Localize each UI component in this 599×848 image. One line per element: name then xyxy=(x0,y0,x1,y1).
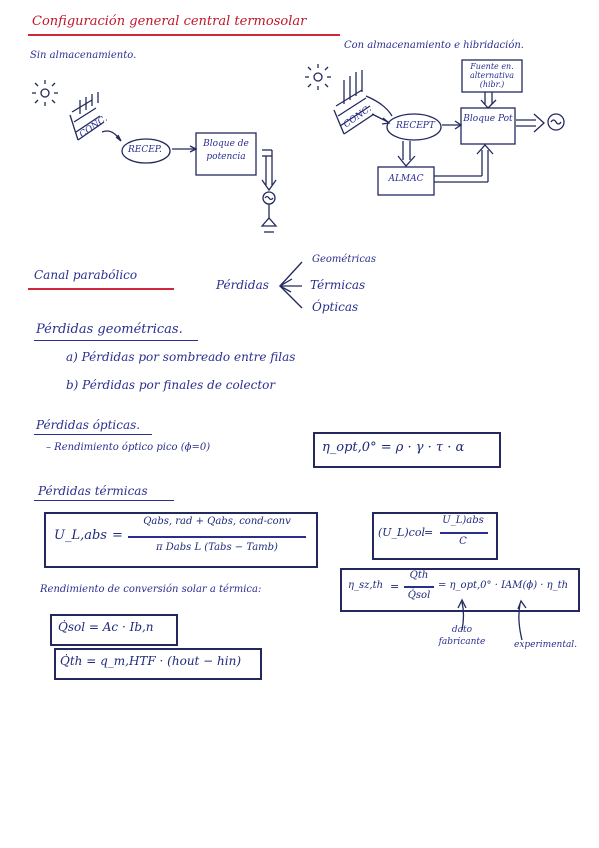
thermal-heading: Pérdidas térmicas xyxy=(38,484,148,498)
page-title: Configuración general central termosolar xyxy=(32,14,307,29)
efficiency-fraction-line xyxy=(404,586,434,588)
loss-type-geometric: Geométricas xyxy=(312,254,377,265)
loss-type-optical: Ópticas xyxy=(312,300,359,314)
efficiency-denominator: Q̇sol xyxy=(407,590,431,601)
recept-label-right: RECEPT xyxy=(396,121,435,131)
losses-label: Pérdidas xyxy=(216,278,269,292)
loss-type-thermal: Térmicas xyxy=(310,278,366,292)
qsol-box xyxy=(50,614,178,646)
geometric-item-a: a) Pérdidas por sombreado entre filas xyxy=(66,350,296,364)
ul-abs-fraction-line xyxy=(128,536,306,538)
efficiency-box xyxy=(340,568,580,612)
ul-col-denominator: C xyxy=(459,536,467,547)
qth-box xyxy=(54,648,262,680)
optical-formula-box xyxy=(313,432,501,468)
geometric-item-b: b) Pérdidas por finales de colector xyxy=(66,378,276,392)
block-label-left: Bloque de potencia xyxy=(203,139,249,162)
ul-col-eq-sign: = xyxy=(424,526,434,539)
optical-heading: Pérdidas ópticas. xyxy=(36,418,141,432)
ul-abs-lhs: U_L,abs xyxy=(54,528,107,543)
note-experimental: experimental. xyxy=(514,640,578,650)
ul-col-fraction-line xyxy=(440,532,488,534)
fuel-label: Fuente en. alternativa (hibr.) xyxy=(469,62,515,89)
ul-col-numerator: U_L)abs xyxy=(442,515,484,526)
optical-formula: η_opt,0° = ρ · γ · τ · α xyxy=(322,440,465,455)
diagram-right-caption: Con almacenamiento e hibridación. xyxy=(344,40,524,51)
recep-label-left: RECEP. xyxy=(128,145,162,155)
ul-abs-box xyxy=(44,512,318,568)
sun-icon-right xyxy=(305,64,331,90)
canal-heading: Canal parabólico xyxy=(34,268,138,282)
efficiency-numerator: Q̇th xyxy=(409,570,429,581)
conversion-label: Rendimiento de conversión solar a térmic… xyxy=(40,584,262,595)
thermal-underline xyxy=(34,500,174,501)
ul-col-box xyxy=(372,512,498,560)
qsol-formula: Q̇sol = Ac · Ib,n xyxy=(58,620,154,634)
optical-underline xyxy=(34,434,152,435)
sun-icon xyxy=(32,80,58,106)
block-label-right: Bloque Pot xyxy=(463,114,513,124)
qth-formula: Q̇th = q_m,HTF · (hout − hin) xyxy=(60,654,242,668)
ul-abs-denominator: π Dabs L (Tabs − Tamb) xyxy=(156,542,278,553)
diagram-left-caption: Sin almacenamiento. xyxy=(30,50,137,61)
store-label: ALMAC xyxy=(388,174,424,184)
optical-bullet: – Rendimiento óptico pico (ϕ=0) xyxy=(46,442,211,453)
efficiency-lhs: η_sz,th xyxy=(348,580,384,591)
ul-abs-eq-sign: = xyxy=(112,528,123,543)
concentrator-right xyxy=(333,70,375,135)
concentrator-left xyxy=(69,92,105,141)
efficiency-eq-sign: = xyxy=(390,580,400,593)
efficiency-rhs: = η_opt,0° · IAM(ϕ) · η_th xyxy=(438,580,569,591)
note-manufacturer: dato fabricante xyxy=(438,625,486,647)
title-underline xyxy=(28,34,340,36)
ul-col-lhs: (U_L)col xyxy=(378,526,425,539)
ul-abs-numerator: Qabs, rad + Qabs, cond-conv xyxy=(143,516,291,527)
canal-underline xyxy=(28,288,174,290)
geometric-underline xyxy=(34,340,198,341)
geometric-heading: Pérdidas geométricas. xyxy=(36,322,183,337)
